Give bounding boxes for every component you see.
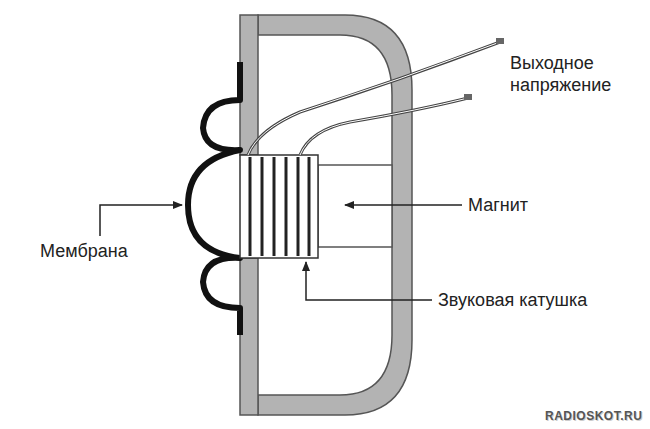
leader-line [100, 205, 182, 236]
wire [300, 98, 468, 155]
coil-winding [261, 157, 264, 256]
wire-tip [464, 94, 472, 100]
leader-line [345, 204, 462, 206]
coil-winding [297, 157, 300, 256]
voice-coil [240, 155, 318, 258]
coil-winding [249, 157, 252, 256]
wire-tip [496, 38, 504, 44]
leader-line [306, 262, 432, 300]
watermark: RADIOSKOT.RU [545, 405, 642, 427]
coil-winding [273, 157, 276, 256]
front-plate [240, 258, 258, 415]
membrane [188, 62, 240, 335]
membrane-label: Мембрана [40, 240, 128, 262]
coil-label: Звуковая катушка [438, 289, 587, 311]
magnet-label: Магнит [468, 194, 528, 216]
wire [248, 42, 500, 155]
magnet [318, 165, 392, 247]
output-label: Выходное напряжение [510, 52, 646, 96]
coil-winding [285, 157, 288, 256]
coil-winding [308, 157, 311, 256]
wire [300, 98, 468, 155]
wire [248, 42, 500, 155]
